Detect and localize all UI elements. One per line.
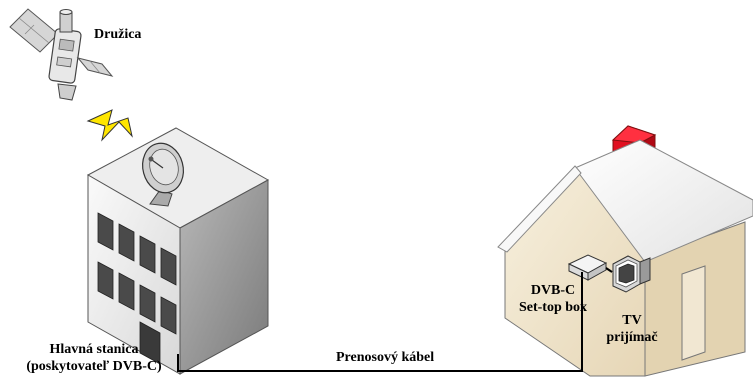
satellite-dish-icon: [142, 142, 184, 207]
tv-label-line2: prijímač: [606, 330, 658, 345]
tv-receiver-icon: [612, 255, 651, 293]
building-windows: [97, 212, 177, 335]
coax-cable-line: [177, 267, 613, 372]
satellite-label: Družica: [94, 27, 142, 42]
satellite-icon: [9, 8, 114, 101]
set-top-box-label-line1: DVB-C: [530, 283, 576, 298]
set-top-box-icon: [567, 254, 608, 281]
tv-label-line1: TV: [622, 313, 642, 328]
lightning-signal-icon: [86, 109, 133, 142]
headend-label-line2: (poskytovateľ DVB-C): [26, 359, 162, 374]
cable-label: Prenosový kábel: [336, 350, 435, 365]
set-top-box-label: DVB-C Set-top box: [508, 282, 598, 316]
set-top-box-label-line2: Set-top box: [518, 300, 588, 315]
headend-label: Hlavná stanica (poskytovateľ DVB-C): [1, 341, 187, 375]
tv-label: TV prijímač: [597, 312, 667, 346]
headend-label-line1: Hlavná stanica: [49, 342, 139, 357]
house-icon: [497, 125, 753, 377]
